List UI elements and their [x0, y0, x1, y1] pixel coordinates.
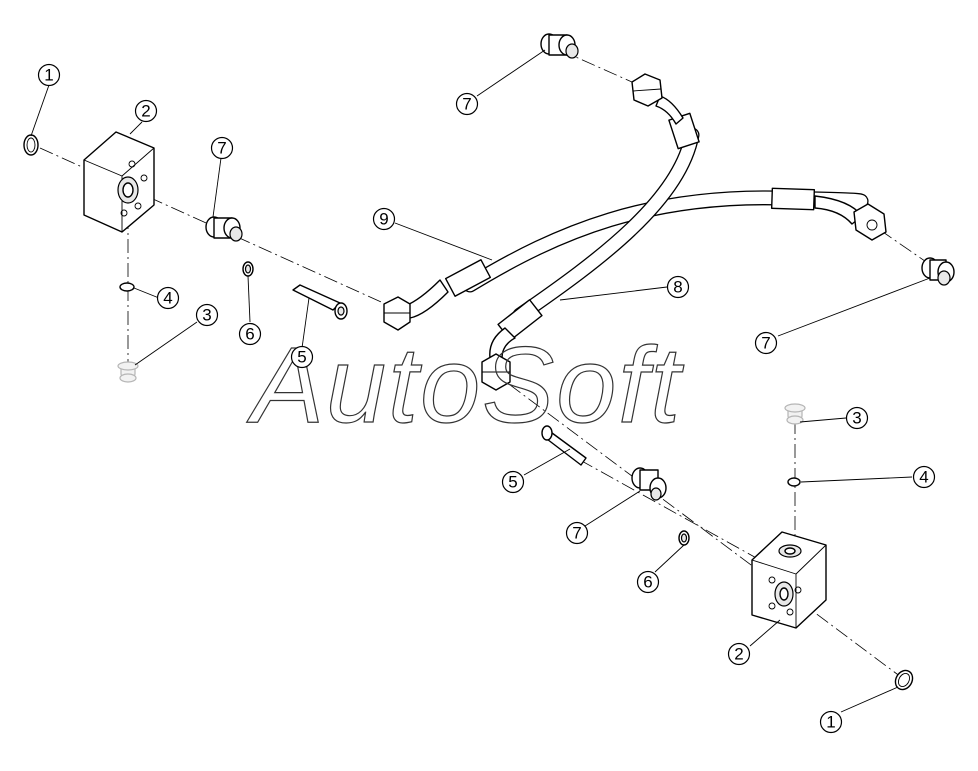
- svg-text:8: 8: [673, 278, 682, 297]
- plug-right: [784, 403, 806, 425]
- svg-text:4: 4: [163, 289, 172, 308]
- adapter-fitting-center: [631, 467, 667, 501]
- callout-7-right: 7: [754, 331, 778, 355]
- svg-text:4: 4: [919, 468, 928, 487]
- plug-left: [117, 361, 139, 383]
- hose-assembly-8: [481, 73, 700, 391]
- svg-text:3: 3: [852, 409, 861, 428]
- svg-text:7: 7: [462, 95, 471, 114]
- callout-1-left: 1: [37, 63, 61, 87]
- o-ring-large-right: [894, 669, 914, 691]
- callout-3-left: 3: [195, 303, 219, 327]
- svg-text:7: 7: [217, 139, 226, 158]
- adapter-fitting-left: [205, 216, 243, 242]
- callout-6-right: 6: [636, 570, 660, 594]
- o-ring-small-right: [787, 477, 801, 487]
- callout-3-right: 3: [845, 406, 869, 430]
- o-ring-small-left: [119, 282, 135, 292]
- callout-1-right: 1: [819, 710, 843, 734]
- callout-8: 8: [666, 275, 690, 299]
- svg-text:1: 1: [44, 66, 53, 85]
- leader-lines: [30, 49, 931, 713]
- callout-4-right: 4: [912, 465, 936, 489]
- callout-7-top: 7: [455, 92, 479, 116]
- svg-text:3: 3: [202, 306, 211, 325]
- callout-2-left: 2: [134, 99, 158, 123]
- callout-2-right: 2: [727, 642, 751, 666]
- adapter-fitting-top: [540, 33, 579, 59]
- callout-9: 9: [372, 207, 396, 231]
- svg-text:2: 2: [141, 102, 150, 121]
- manifold-block-right: [751, 531, 827, 629]
- svg-text:2: 2: [734, 645, 743, 664]
- washer-right: [678, 530, 690, 546]
- washer-left: [242, 261, 254, 277]
- callout-5-right: 5: [501, 470, 525, 494]
- callout-7-center: 7: [565, 521, 589, 545]
- o-ring-large-left: [23, 134, 39, 156]
- watermark-text: AutoSoft: [246, 324, 684, 445]
- svg-text:7: 7: [572, 524, 581, 543]
- svg-text:6: 6: [643, 573, 652, 592]
- svg-text:9: 9: [379, 210, 388, 229]
- svg-text:6: 6: [245, 325, 254, 344]
- callout-6-left: 6: [238, 322, 262, 346]
- svg-text:5: 5: [297, 348, 306, 367]
- bolt-right: [541, 425, 587, 466]
- callout-4-left: 4: [156, 286, 180, 310]
- svg-text:1: 1: [826, 713, 835, 732]
- manifold-block-left: [83, 131, 155, 233]
- hose-assembly-9: [383, 187, 887, 331]
- svg-text:5: 5: [508, 473, 517, 492]
- bolt-left: [292, 284, 348, 320]
- adapter-fitting-right: [921, 257, 955, 286]
- callout-7-left: 7: [210, 136, 234, 160]
- callout-5-left: 5: [290, 345, 314, 369]
- svg-text:7: 7: [761, 334, 770, 353]
